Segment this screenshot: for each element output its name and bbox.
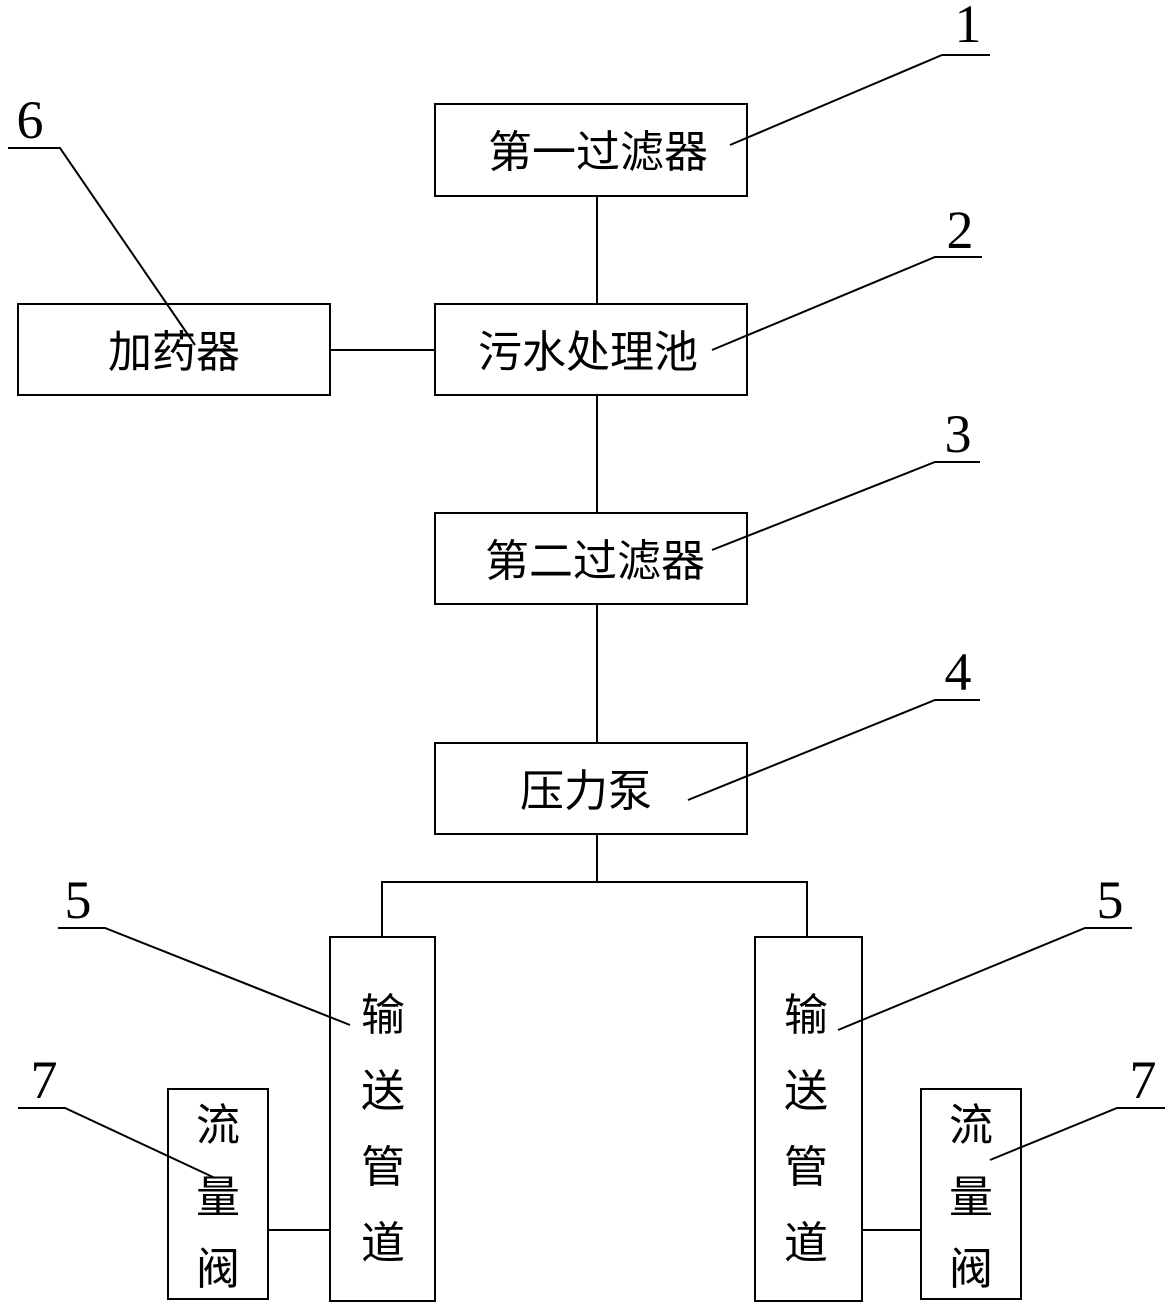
callout-5-right-number: 5 — [1097, 870, 1124, 930]
filter2-box: 第二过滤器 — [434, 512, 748, 605]
valve-left-char-2: 量 — [196, 1172, 240, 1223]
valve-right-box: 流 量 阀 — [920, 1088, 1022, 1300]
valve-left-box: 流 量 阀 — [167, 1088, 269, 1300]
pipe-right-char-2: 送 — [784, 1066, 828, 1117]
callout-3-number: 3 — [945, 404, 972, 464]
callout-2-leader — [711, 256, 982, 351]
callout-2-number: 2 — [947, 200, 974, 260]
callout-6-number: 6 — [17, 90, 44, 150]
pipe-left-char-1: 输 — [361, 990, 405, 1041]
pipe-left-char-3: 管 — [361, 1142, 405, 1193]
callout-5-left-number: 5 — [65, 870, 92, 930]
pipe-left-char-4: 道 — [361, 1218, 405, 1269]
callout-3-leader — [711, 461, 980, 551]
valve-left-char-3: 阀 — [196, 1244, 240, 1295]
callout-7-left-leader — [18, 1107, 216, 1179]
pipe-right-char-3: 管 — [784, 1142, 828, 1193]
pipe-right-box: 输 送 管 道 — [754, 936, 863, 1302]
callout-5-right-leader — [837, 927, 1132, 1031]
callout-7-left-number: 7 — [31, 1050, 58, 1110]
pump-label: 压力泵 — [520, 766, 652, 817]
valve-left-char-1: 流 — [196, 1100, 240, 1151]
connector-branch — [381, 881, 808, 937]
valve-right-char-3: 阀 — [949, 1244, 993, 1295]
pipe-right-char-1: 输 — [784, 990, 828, 1041]
filter1-label: 第一过滤器 — [488, 127, 708, 178]
pipe-left-box: 输 送 管 道 — [329, 936, 436, 1302]
connectors — [268, 196, 921, 1231]
doser-box: 加药器 — [17, 303, 331, 396]
tank-box: 污水处理池 — [434, 303, 748, 396]
pipe-left-char-2: 送 — [361, 1066, 405, 1117]
callout-4-leader — [687, 699, 980, 801]
valve-right-char-2: 量 — [949, 1172, 993, 1223]
filter2-label: 第二过滤器 — [485, 536, 705, 587]
callouts: 1 2 3 4 6 5 5 7 7 — [8, 0, 1165, 1179]
callout-7-right-number: 7 — [1130, 1050, 1157, 1110]
callout-1-number: 1 — [955, 0, 982, 54]
pump-box: 压力泵 — [434, 742, 748, 835]
valve-right-char-1: 流 — [949, 1100, 993, 1151]
callout-6-leader — [8, 147, 196, 346]
pipe-right-char-4: 道 — [784, 1218, 828, 1269]
callout-4-number: 4 — [945, 642, 972, 702]
doser-label: 加药器 — [108, 327, 240, 378]
callout-1-leader — [729, 54, 990, 146]
tank-label: 污水处理池 — [478, 327, 698, 378]
callout-5-left-leader — [58, 927, 351, 1026]
callout-7-right-leader — [989, 1107, 1165, 1161]
filter1-box: 第一过滤器 — [434, 103, 748, 197]
